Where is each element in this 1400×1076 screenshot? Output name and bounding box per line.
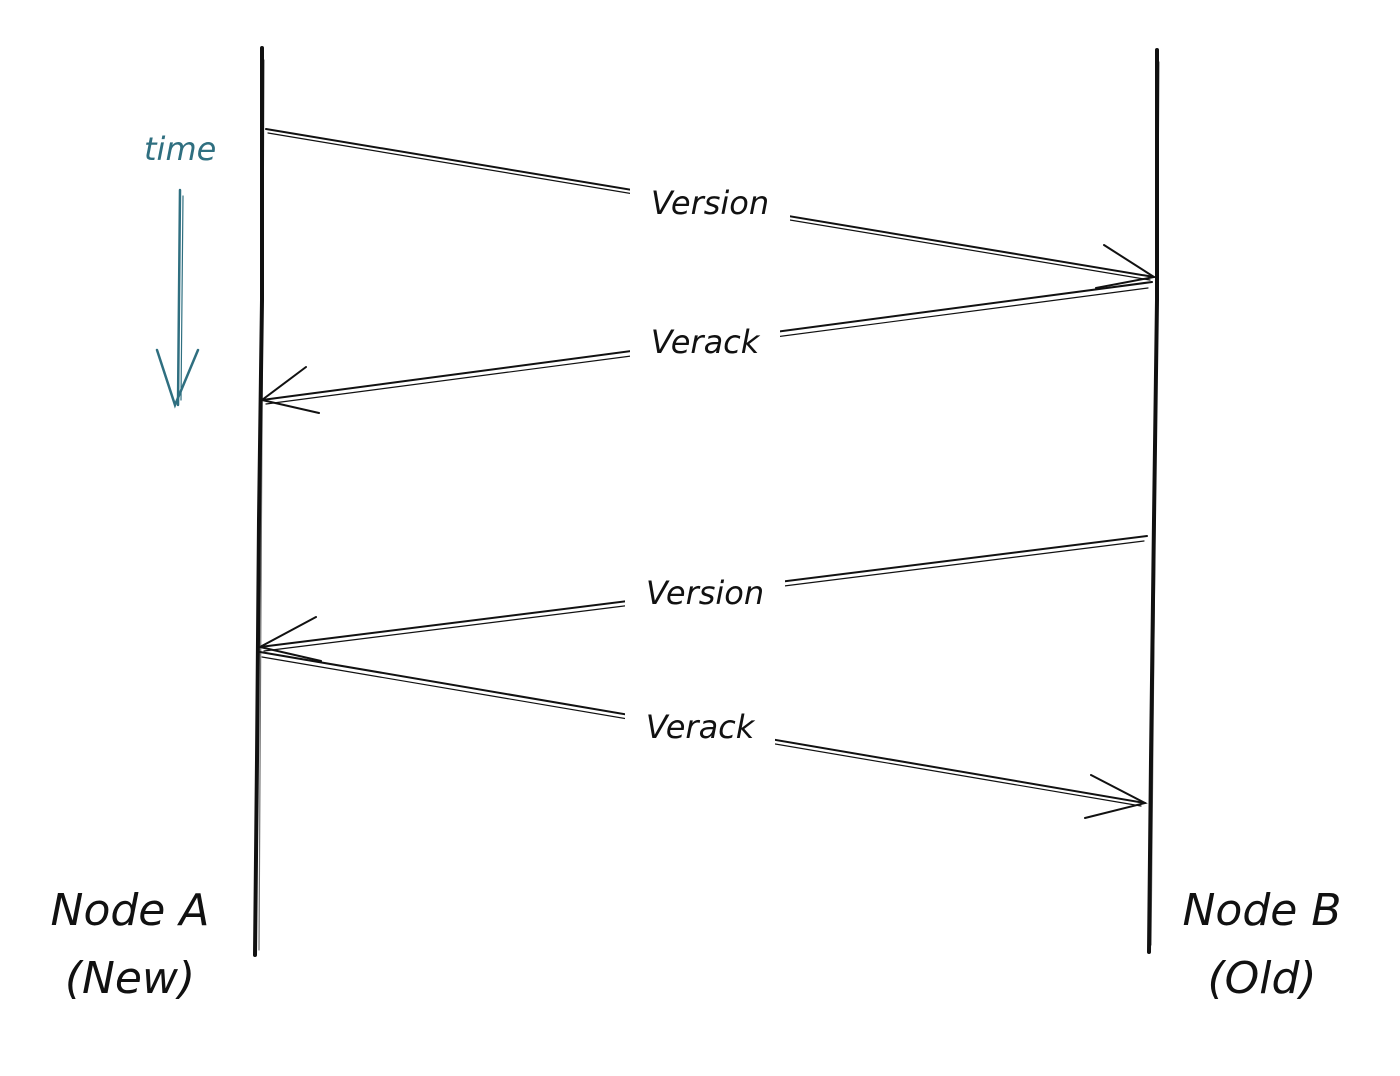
lifeline-node-b [1147,48,1160,954]
message-label: Version [651,184,769,222]
time-arrow-icon [155,188,200,409]
message-label: Verack [651,323,761,361]
message-label: Verack [646,708,756,746]
node-a-note: (New) [65,953,195,1004]
node-b-name: Node B [1182,885,1341,936]
node-b-note: (Old) [1207,953,1316,1004]
node-a-name: Node A [51,885,210,936]
time-indicator: time [144,130,216,409]
time-label: time [144,130,216,168]
lifeline-node-a [253,46,265,957]
message-label: Version [646,574,764,612]
